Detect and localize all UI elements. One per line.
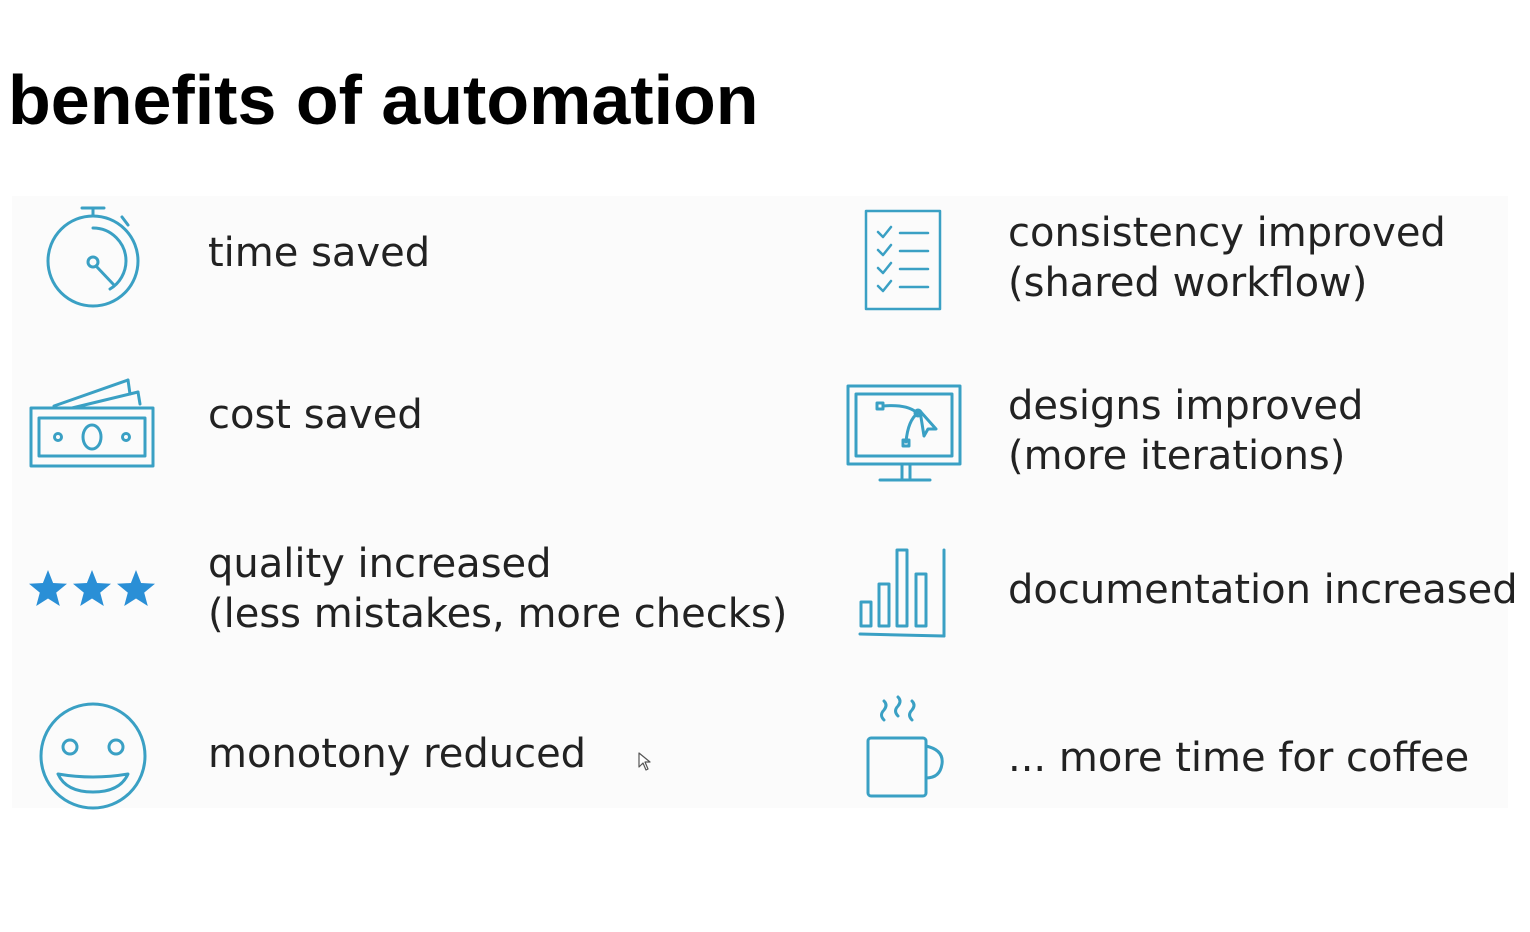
benefit-quality-increased: quality increased (less mistakes, more c… xyxy=(208,539,787,639)
three-stars-icon xyxy=(29,570,155,606)
benefit-more-time-for-coffee: ... more time for coffee xyxy=(1008,733,1469,783)
bar-chart-icon xyxy=(858,548,946,638)
smiley-face-icon xyxy=(39,702,147,810)
benefit-time-saved: time saved xyxy=(208,228,430,278)
slide-title: benefits of automation xyxy=(8,61,759,139)
benefit-cost-saved: cost saved xyxy=(208,390,423,440)
benefits-panel xyxy=(12,196,1508,808)
coffee-mug-icon xyxy=(866,695,944,798)
design-monitor-icon xyxy=(846,384,962,482)
benefit-consistency-improved: consistency improved (shared workflow) xyxy=(1008,208,1446,308)
benefit-line: time saved xyxy=(208,230,431,276)
benefit-line: monotony reduced xyxy=(208,731,587,777)
banknote-icon xyxy=(29,378,155,468)
benefit-subline: (less mistakes, more checks) xyxy=(208,591,788,637)
benefit-subline: (more iterations) xyxy=(1008,433,1346,479)
benefit-monotony-reduced: monotony reduced xyxy=(208,729,586,779)
checklist-icon xyxy=(864,209,942,311)
benefit-line: consistency improved xyxy=(1008,210,1446,256)
benefit-line: designs improved xyxy=(1008,383,1364,429)
benefit-subline: (shared workflow) xyxy=(1008,260,1368,306)
stopwatch-icon xyxy=(46,206,140,308)
benefit-documentation-increased: documentation increased xyxy=(1008,565,1518,615)
benefit-line: quality increased xyxy=(208,541,552,587)
benefit-designs-improved: designs improved (more iterations) xyxy=(1008,381,1363,481)
benefit-line: ... more time for coffee xyxy=(1008,735,1470,781)
mouse-cursor-icon xyxy=(638,752,651,771)
benefit-line: cost saved xyxy=(208,392,423,438)
benefit-line: documentation increased xyxy=(1008,567,1518,613)
